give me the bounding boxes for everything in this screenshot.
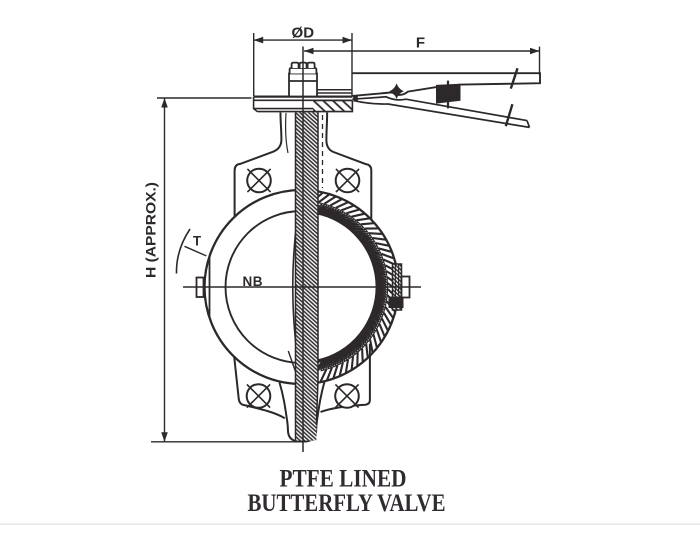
- bolt-hole-symbol: [245, 383, 272, 409]
- od-dim-lines: [253, 33, 353, 96]
- bottom-right-lug: [320, 343, 371, 413]
- neck-inner-shoulder: [284, 112, 289, 154]
- dim-handle-length: [304, 46, 541, 75]
- dim-overall-height: [151, 97, 307, 443]
- stem-section-strip: [294, 112, 319, 441]
- t-dim-line: [184, 245, 207, 257]
- lever-mount-lines: [317, 89, 353, 94]
- bolt-hole-symbol: [246, 167, 272, 194]
- bottom-left-lug: [233, 356, 286, 420]
- stem-strip-hatch-fill: [295, 112, 318, 441]
- flange-section-hatch: [313, 99, 354, 113]
- disc-edge-detail: [287, 350, 297, 374]
- lever-break-ticks: [504, 67, 519, 127]
- dimension-labels: ØD F H (APPROX.) T NB: [143, 25, 426, 289]
- h-dim-lines: [151, 97, 307, 443]
- flange-hatch-fill: [313, 100, 353, 112]
- t-leader-arc: [175, 228, 191, 274]
- top-left-lug: [233, 112, 283, 217]
- bolt-hole-symbol: [334, 167, 361, 194]
- caption: PTFE LINED BUTTERFLY VALVE: [248, 465, 446, 517]
- right-retainer-nut: [388, 296, 404, 308]
- bolt-hole-cross-icon: [334, 383, 360, 409]
- bolt-hole-cross-icon: [335, 168, 360, 193]
- label-overall-height: H (APPROX.): [143, 182, 159, 278]
- hand-lever: [317, 67, 541, 129]
- stem-strip-edges: [294, 112, 319, 441]
- bolt-hole-symbol: [334, 383, 360, 409]
- label-nominal-bore: NB: [243, 274, 264, 289]
- dim-top-diameter: [253, 33, 353, 96]
- label-top-diameter: ØD: [292, 25, 315, 42]
- lever-pivot-star-icon: [389, 83, 404, 99]
- lever-plate-underside: [352, 95, 528, 122]
- bolt-hole-cross-icon: [246, 383, 271, 409]
- bolt-hole-cross-icon: [246, 168, 272, 193]
- center-lines: [183, 46, 421, 452]
- top-right-lug: [325, 112, 373, 220]
- f-dim-lines: [304, 46, 541, 75]
- trigger-lever: [353, 99, 531, 129]
- dimensions: [151, 33, 541, 443]
- valve-body: [195, 61, 541, 443]
- label-body-thickness: T: [193, 234, 202, 249]
- liner-band-boundary-arc: [315, 201, 389, 372]
- label-handle-length: F: [416, 35, 425, 52]
- dim-body-thickness: [175, 228, 207, 274]
- right-shaft-lines: [394, 264, 400, 296]
- caption-line1: PTFE LINED: [280, 465, 407, 492]
- notch-block: [353, 96, 358, 101]
- caption-line2: BUTTERFLY VALVE: [248, 490, 446, 517]
